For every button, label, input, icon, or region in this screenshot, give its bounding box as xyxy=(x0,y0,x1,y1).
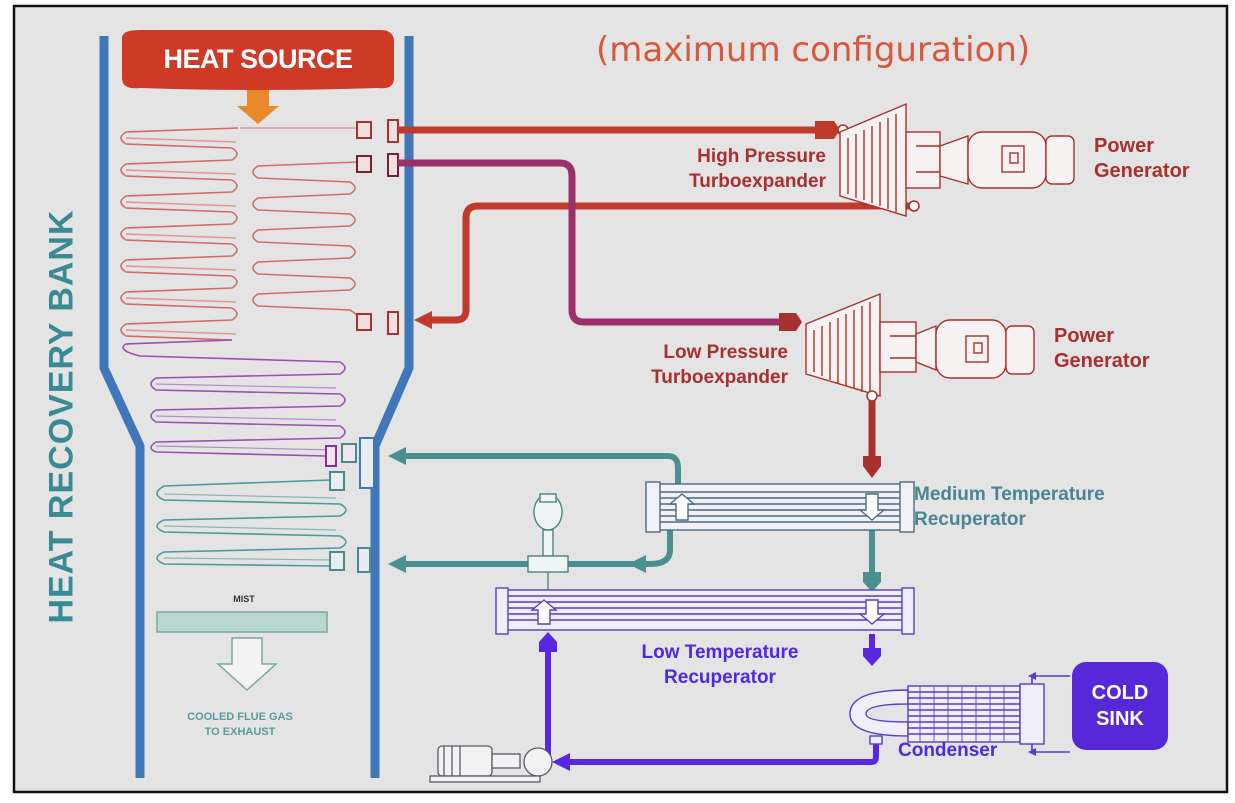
mt-recuperator xyxy=(645,481,915,533)
diagram-frame xyxy=(12,4,1229,794)
hp-coil-left-2 xyxy=(125,127,358,335)
generator-hp-line1: Power xyxy=(1094,135,1155,157)
diagram-title: (maximum configuration) xyxy=(596,30,1031,70)
hp-return-pipe xyxy=(414,200,920,329)
generator-lp-label: Power Generator xyxy=(1054,324,1150,374)
recuperator-coil xyxy=(156,479,347,567)
mt-recuperator-line1: Medium Temperature xyxy=(914,484,1105,505)
heat-source-banner xyxy=(122,30,394,124)
lt-recuperator-line2: Recuperator xyxy=(664,667,776,688)
exhaust-line2: TO EXHAUST xyxy=(204,726,276,738)
heat-source-label: HEAT SOURCE xyxy=(163,44,353,74)
generator-lp-line2: Generator xyxy=(1054,350,1150,372)
generator-lp-line1: Power xyxy=(1054,325,1115,347)
mt-recuperator-line2: Recuperator xyxy=(914,509,1026,530)
hp-coil-right xyxy=(252,161,360,321)
heat-recovery-bank-label: HEAT RECOVERY BANK xyxy=(42,209,81,624)
generator-hp-line2: Generator xyxy=(1094,160,1190,182)
hp-turbo-line2: Turboexpander xyxy=(689,171,826,192)
hp-coil-left xyxy=(120,127,239,341)
exhaust-line1: COOLED FLUE GAS xyxy=(187,711,293,723)
lp-coil xyxy=(122,339,346,457)
condenser xyxy=(849,683,1045,745)
cold-sink-line1: COLD xyxy=(1091,682,1149,704)
cold-sink-line2: SINK xyxy=(1096,708,1144,730)
feed-pump xyxy=(429,745,553,783)
lt-recuperator-line1: Low Temperature xyxy=(641,642,799,663)
lp-turbo-line1: Low Pressure xyxy=(663,342,788,363)
lp-supply-pipe xyxy=(398,159,802,331)
lp-turbo-line2: Turboexpander xyxy=(651,367,788,388)
cold-sink-box: COLD SINK xyxy=(1072,662,1168,750)
lt-recuperator xyxy=(495,587,915,635)
mt-recuperator-label: Medium Temperature Recuperator xyxy=(914,482,1105,532)
hp-turboexpander xyxy=(839,102,1075,217)
control-valve xyxy=(527,493,569,590)
exhaust-label: COOLED FLUE GAS TO EXHAUST xyxy=(160,710,320,740)
condenser-label: Condenser xyxy=(898,740,998,761)
lp-turboexpander-label: Low Pressure Turboexpander xyxy=(640,340,788,390)
lp-exhaust-pipe xyxy=(863,390,881,478)
exhaust-arrow-icon xyxy=(216,637,278,692)
hp-turbo-line1: High Pressure xyxy=(697,146,826,167)
hp-turboexpander-label: High Pressure Turboexpander xyxy=(680,144,826,194)
generator-hp-label: Power Generator xyxy=(1094,134,1190,184)
mist-eliminator xyxy=(156,611,328,633)
down-arrow-icon xyxy=(237,90,279,124)
lp-turboexpander xyxy=(805,292,1035,397)
mist-label: MIST xyxy=(233,594,255,604)
heat-recovery-duct xyxy=(99,36,414,778)
lt-recuperator-label: Low Temperature Recuperator xyxy=(628,640,812,690)
